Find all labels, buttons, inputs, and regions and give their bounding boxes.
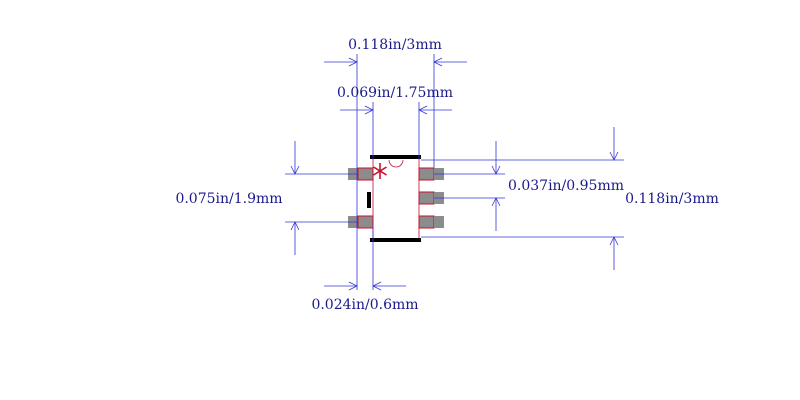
dimension-arrow-icon <box>372 281 382 291</box>
dim-right-pitch: 0.037in/0.95mm <box>434 141 624 231</box>
dim-overall-height-label: 0.118in/3mm <box>625 191 719 207</box>
dim-body-width-label: 0.069in/1.75mm <box>337 85 453 101</box>
asterisk-icon <box>373 163 387 179</box>
dimension-arrow-icon <box>348 57 358 67</box>
pads <box>348 167 444 229</box>
dim-left-pitch-label: 0.075in/1.9mm <box>175 191 282 207</box>
dimension-arrow-icon <box>290 165 300 175</box>
polarity-mark <box>367 192 371 208</box>
component-body <box>367 155 421 242</box>
dim-pad-width-label: 0.024in/0.6mm <box>311 297 418 313</box>
pad-right-3 <box>418 215 444 229</box>
dim-right-pitch-label: 0.037in/0.95mm <box>508 178 624 194</box>
dimension-arrow-icon <box>491 197 501 207</box>
dim-overall-height: 0.118in/3mm <box>421 127 719 270</box>
dim-overall-width: 0.118in/3mm <box>324 37 467 290</box>
dimension-arrow-icon <box>609 236 619 246</box>
dim-left-pitch: 0.075in/1.9mm <box>175 141 358 255</box>
dimension-arrow-icon <box>364 105 374 115</box>
dimension-arrow-icon <box>491 165 501 175</box>
dimension-arrow-icon <box>290 221 300 231</box>
dim-overall-width-label: 0.118in/3mm <box>348 37 442 53</box>
dimension-arrow-icon <box>609 151 619 161</box>
pin1-notch <box>388 159 404 168</box>
dimension-arrow-icon <box>418 105 428 115</box>
dimension-arrow-icon <box>348 281 358 291</box>
dim-pad-width: 0.024in/0.6mm <box>311 228 419 313</box>
dimension-arrow-icon <box>433 57 443 67</box>
dim-body-width: 0.069in/1.75mm <box>337 85 453 160</box>
